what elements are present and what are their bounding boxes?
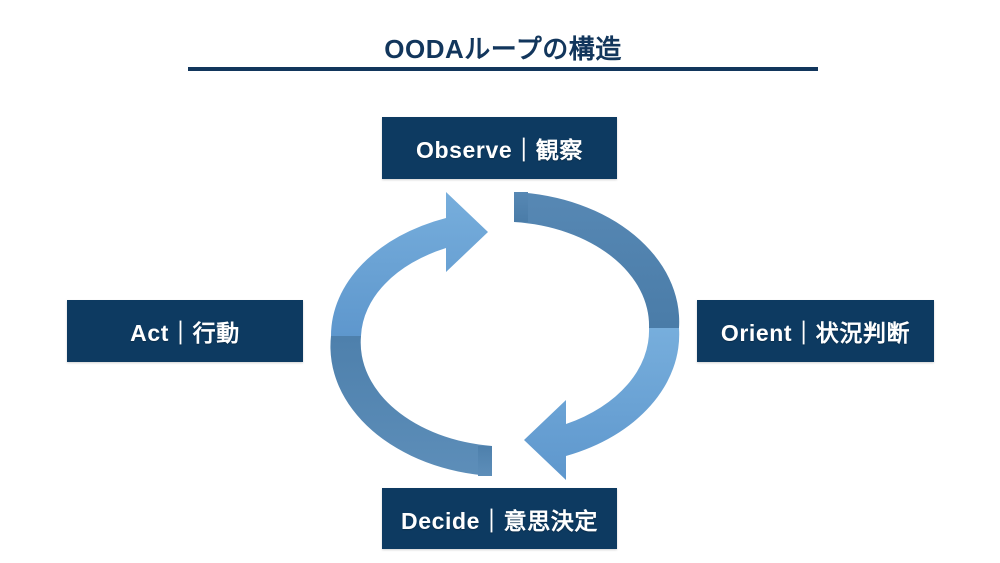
node-observe-label: Observe｜観察 (415, 137, 584, 163)
node-decide[interactable]: Decide｜意思決定 (382, 488, 617, 549)
arrow-top-right-dark (514, 192, 680, 328)
node-orient[interactable]: Orient｜状況判断 (697, 300, 934, 362)
node-decide-label: Decide｜意思決定 (400, 507, 599, 534)
node-observe[interactable]: Observe｜観察 (382, 117, 617, 179)
node-act[interactable]: Act｜行動 (67, 300, 303, 362)
arrow-top-right-dark-tail (514, 192, 528, 222)
title-divider-rule (188, 67, 818, 71)
arrow-bottom-left-dark-tail (478, 446, 492, 476)
arrow-top-left-light (330, 192, 488, 336)
page-title: OODAループの構造 (188, 32, 818, 66)
node-orient-label: Orient｜状況判断 (720, 320, 911, 346)
arrow-bottom-left-dark (330, 336, 492, 476)
arrow-bottom-right-light (524, 328, 680, 480)
circular-cycle-arrows-graphic (328, 188, 682, 480)
page-title-text: OODAループの構造 (384, 34, 622, 64)
node-act-label: Act｜行動 (130, 320, 240, 346)
